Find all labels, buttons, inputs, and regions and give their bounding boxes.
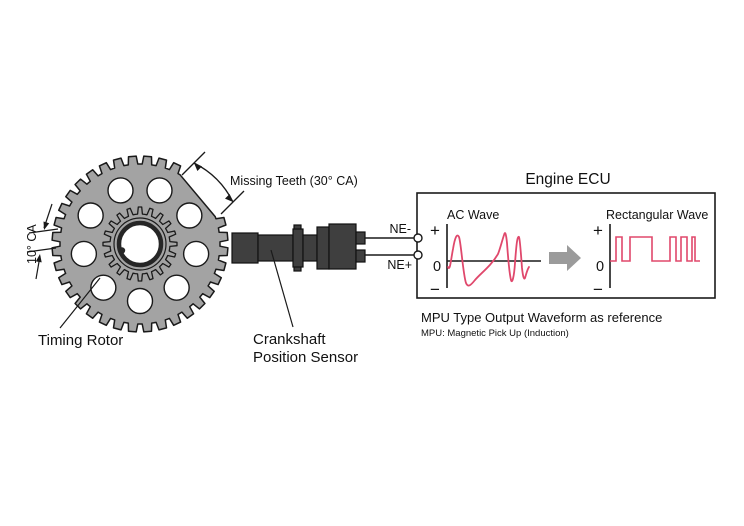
minus-sign: − <box>430 280 440 299</box>
mpu-caption: MPU Type Output Waveform as reference <box>421 310 662 325</box>
ac-wave-label: AC Wave <box>447 208 499 222</box>
tooth-pitch-dimension <box>26 203 59 280</box>
plus-sign: + <box>593 221 603 240</box>
timing-rotor-label: Timing Rotor <box>38 332 123 349</box>
rectangular-wave-plot: Rectangular Wave + 0 − <box>593 208 708 299</box>
zero-sign: 0 <box>433 259 441 275</box>
rotor-hole <box>70 240 98 268</box>
rotor-hole <box>77 202 104 229</box>
dimension-tick <box>28 228 59 234</box>
rotor-keyway-notch <box>118 247 126 254</box>
dimension-tick <box>26 247 57 253</box>
dimension-tick <box>181 151 206 176</box>
missing-teeth-dimension <box>181 151 245 215</box>
tooth-pitch-label: 10° CA <box>25 224 39 264</box>
arrowhead-icon <box>194 163 202 171</box>
zero-sign: 0 <box>596 259 604 275</box>
sensor-tip <box>231 232 259 264</box>
sensor-body <box>257 234 294 262</box>
dimension-arc <box>193 162 234 203</box>
arrowhead-icon <box>43 221 50 230</box>
rotor-hole <box>163 274 190 301</box>
rotor-hole <box>146 177 173 204</box>
plus-sign: + <box>430 221 440 240</box>
sensor-barrel <box>302 234 318 262</box>
rotor-hole <box>182 240 210 268</box>
sensor-label-line2: Position Sensor <box>253 349 358 366</box>
rotor-hole <box>90 274 117 301</box>
timing-rotor <box>51 155 229 333</box>
ac-waveform <box>447 232 530 287</box>
ac-wave-plot: AC Wave + 0 − <box>430 208 541 299</box>
arrowhead-icon <box>225 194 233 202</box>
arrowhead-icon <box>35 254 42 263</box>
rotor-hole <box>107 177 134 204</box>
rotor-hub-ring <box>113 217 167 271</box>
leader-line <box>270 249 294 328</box>
connector-pin-top <box>355 231 366 245</box>
rotor-hole <box>176 202 203 229</box>
right-block-arrow-icon <box>549 245 581 271</box>
ecu-box <box>416 192 716 299</box>
connector-pin-bottom <box>355 249 366 263</box>
terminal-icon <box>413 250 423 260</box>
ne-plus-label: NE+ <box>387 258 412 272</box>
minus-sign: − <box>593 280 603 299</box>
sensor-collar <box>292 228 304 268</box>
terminal-icon <box>413 233 423 243</box>
rect-wave-label: Rectangular Wave <box>606 208 708 222</box>
rotor-center-bore <box>116 220 164 268</box>
sensor-flange <box>316 226 330 270</box>
rect-waveform <box>610 236 700 262</box>
ne-minus-label: NE- <box>389 222 411 236</box>
crankshaft-position-sensor <box>231 223 366 272</box>
missing-teeth-label: Missing Teeth (30° CA) <box>230 174 358 188</box>
leader-line <box>59 277 101 329</box>
ecu-title: Engine ECU <box>525 171 610 188</box>
sensor-connector <box>328 223 357 270</box>
mpu-caption-sub: MPU: Magnetic Pick Up (Induction) <box>421 328 569 339</box>
sensor-wires <box>365 237 414 256</box>
sensor-label-line1: Crankshaft <box>253 331 326 348</box>
rotor-hole <box>126 287 154 315</box>
dimension-tick <box>220 190 245 215</box>
